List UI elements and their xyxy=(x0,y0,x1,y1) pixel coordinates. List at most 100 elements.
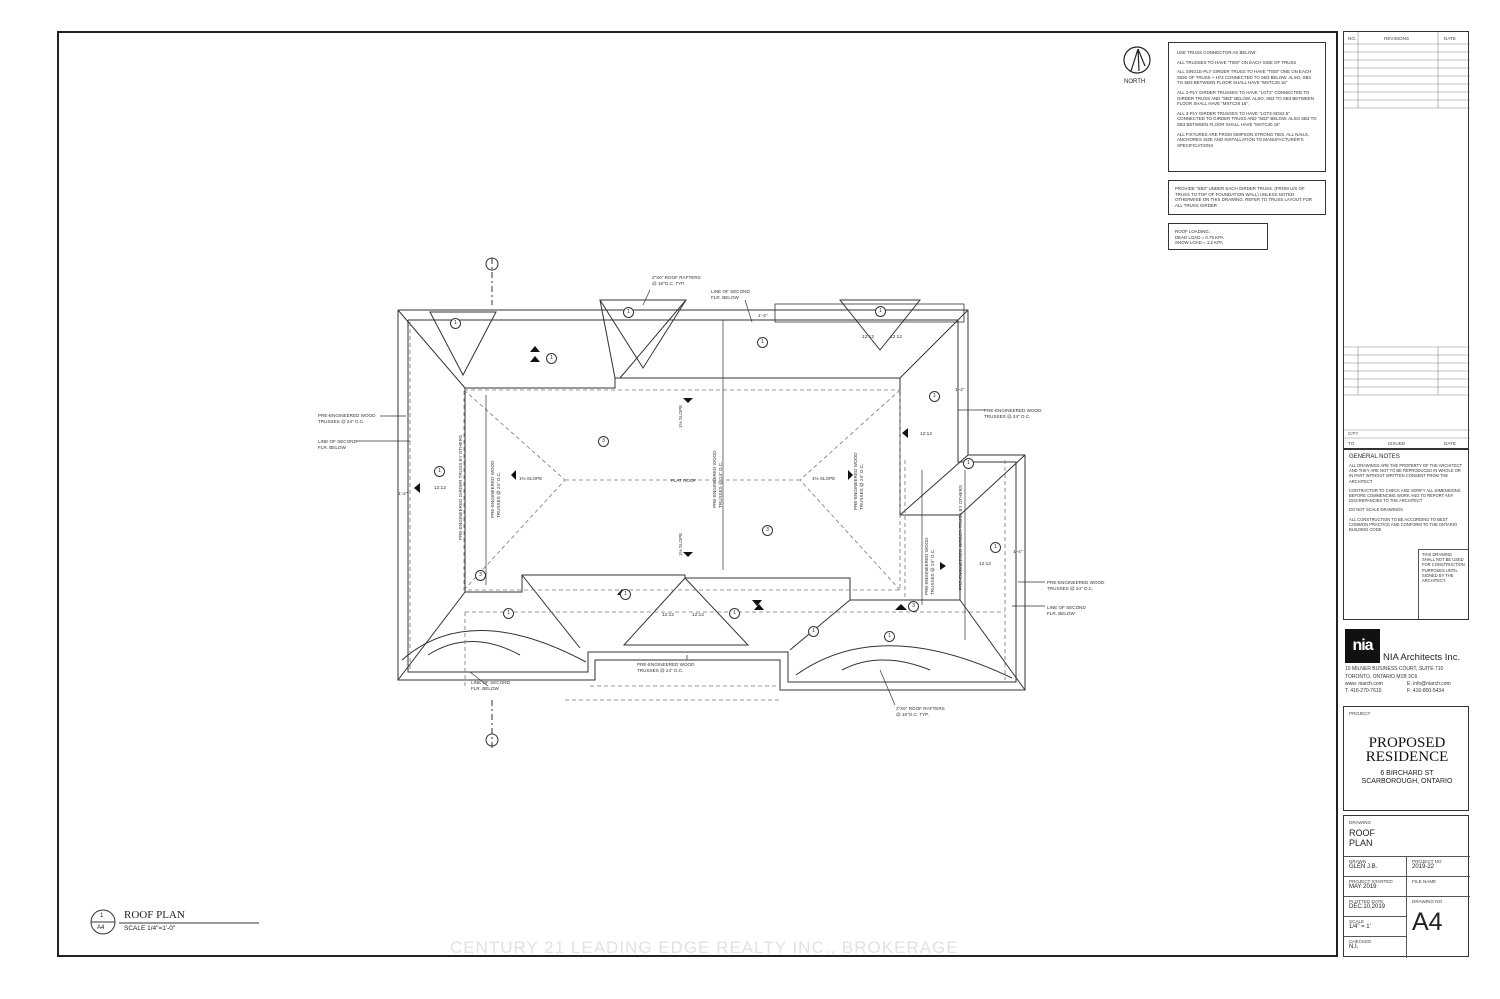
roof-tag: 1 xyxy=(884,631,895,642)
drawing-label-cap: DRAWING xyxy=(1349,820,1372,825)
label-slope-left: 1% SLOPE xyxy=(519,476,543,481)
detail-sheet: A4 xyxy=(97,925,105,931)
label-slope-bottom: 1% SLOPE xyxy=(678,532,683,556)
pitch-label: 12:12 xyxy=(662,613,675,618)
rev-city: CITY xyxy=(1348,431,1359,436)
project-address2: SCARBOROUGH, ONTARIO xyxy=(1361,778,1453,785)
project-no-cell: PROJECT NO 2019-22 xyxy=(1407,856,1470,876)
drawing-sheet-border xyxy=(57,31,1338,957)
overhang-label: 1'-4" xyxy=(398,492,408,497)
roof-plan-drawing xyxy=(356,257,1045,750)
roof-tag: 1 xyxy=(623,307,634,318)
drawn-label: DRAWN xyxy=(1349,859,1367,864)
firm-email: E: info@niarch.com xyxy=(1407,681,1451,687)
pitch-label: 12:12 xyxy=(920,432,933,437)
label-line-second-bottom: LINE OF SECOND FLR. BELOW xyxy=(471,680,510,691)
roof-loading-note: ROOF LOADING: DEAD LOAD = 0.75 KPA SNOW … xyxy=(1168,223,1268,250)
label-girder-right: PRE-ENGINEERED GIRDER TRUSS BY OTHERS xyxy=(958,485,963,590)
watermark: CENTURY 21 LEADING EDGE REALTY INC., BRO… xyxy=(450,938,959,957)
firm-logo: nia xyxy=(1345,629,1380,663)
checked-cell: CHECKED N.I. xyxy=(1344,936,1407,958)
general-notes-title: GENERAL NOTES xyxy=(1349,454,1400,460)
roof-tag: 1 xyxy=(757,337,768,348)
firm-address2: TORONTO, ONTARIO M1B 3C6 xyxy=(1345,674,1418,680)
title-block: NO. REVISIONS DATE CITY TO ISSUED DATE xyxy=(1343,31,1470,958)
truss-note: ALL 2-PLY GIRDER TRUSSES TO HAVE "LGT2" … xyxy=(1177,89,1315,107)
label-truss-right: PRE-ENGINEERED WOOD TRUSSES @ 24" O.C. xyxy=(853,452,864,510)
checked-value: N.I. xyxy=(1349,944,1359,950)
drawing-name-line2: PLAN xyxy=(1349,838,1373,848)
drawing-scale: SCALE 1/4"=1'-0" xyxy=(124,925,176,932)
label-rafters-top: 2"X6" ROOF RAFTERS @ 16"O.C. TYP. xyxy=(652,275,701,286)
firm-block: nia NIA Architects Inc. 10 MILNER BUSINE… xyxy=(1343,628,1469,700)
architect-stamp-area: THIS DRAWING SHALL NOT BE USED FOR CONST… xyxy=(1418,549,1468,619)
started-cell: PROJECT STARTED MAY 2019 xyxy=(1344,876,1407,896)
drawing-no-label: DRAWING NO xyxy=(1412,899,1443,904)
general-note: ALL DRAWINGS ARE THE PROPERTY OF THE ARC… xyxy=(1349,463,1463,484)
general-note: DO NOT SCALE DRAWINGS xyxy=(1349,507,1403,513)
general-note: ALL CONSTRUCTION TO BE ACCORDING TO BEST… xyxy=(1349,516,1458,533)
roof-tag: 3 xyxy=(908,601,919,612)
rev-issued: ISSUED xyxy=(1388,441,1406,446)
label-slope-top: 1% SLOPE xyxy=(678,404,683,428)
general-notes: GENERAL NOTES ALL DRAWINGS ARE THE PROPE… xyxy=(1343,449,1469,620)
rev-date2: DATE xyxy=(1444,441,1456,446)
label-line-second-top: LINE OF SECOND FLR. BELOW xyxy=(711,289,750,300)
stamp-text: THIS DRAWING SHALL NOT BE USED FOR CONST… xyxy=(1422,552,1465,584)
sb3-note: PROVIDE "SB3" UNDER EACH GIRDER TRUSS. (… xyxy=(1168,180,1326,215)
truss-connector-notes: USE TRUSS CONNECTOR AS BELOW: ALL TRUSSE… xyxy=(1168,42,1326,172)
truss-note: ALL TRUSSES TO HAVE "TIE8" ON EACH SIDE … xyxy=(1177,59,1297,65)
started-value: MAY 2019 xyxy=(1349,884,1377,890)
scale-value: 1/4" = 1' xyxy=(1349,924,1371,930)
plotted-cell: PLOTTED DATE DEC.10,2019 xyxy=(1344,896,1407,916)
label-flat-roof: FLAT ROOF xyxy=(671,478,697,483)
pitch-label: 12:12 xyxy=(862,335,875,340)
label-line-second-left: LINE OF SECOND FLR. BELOW xyxy=(318,439,357,450)
firm-web: www. niarch.com xyxy=(1345,681,1383,687)
started-label: PROJECT STARTED xyxy=(1349,879,1393,884)
roof-loading-line: ROOF LOADING: xyxy=(1175,229,1210,234)
project-block: PROJECT PROPOSED RESIDENCE 6 BIRCHARD ST… xyxy=(1343,706,1469,811)
plotted-label: PLOTTED DATE xyxy=(1349,899,1384,904)
truss-note: ALL 3-PLY GIRDER TRUSSES TO HAVE "LGT3-S… xyxy=(1177,110,1317,127)
label-pre-eng-bottom: PRE-ENGINEERED WOOD TRUSSES @ 24" O.C. xyxy=(637,662,695,673)
rev-to: TO xyxy=(1348,441,1355,446)
pitch-label: 12:12 xyxy=(434,486,447,491)
drawing-info-block: DRAWING ROOF PLAN DRAWN GLEN J.B. PROJEC… xyxy=(1343,815,1470,958)
rev-date-header: DATE xyxy=(1444,36,1456,41)
roof-tag: 1 xyxy=(620,589,631,600)
drawing-title: ROOF PLAN xyxy=(124,909,185,921)
scale-cell: SCALE 1/4" = 1' xyxy=(1344,916,1407,936)
firm-name: NIA Architects Inc. xyxy=(1383,652,1461,663)
pitch-label: 12:12 xyxy=(692,613,705,618)
label-rafters-bottom: 2"X6" ROOF RAFTERS @ 16"O.C. TYP. xyxy=(896,706,945,717)
roof-tag: 1 xyxy=(503,608,514,619)
checked-label: CHECKED xyxy=(1349,939,1372,944)
sb3-note-text: PROVIDE "SB3" UNDER EACH GIRDER TRUSS. (… xyxy=(1175,186,1313,208)
overhang-label: 1'-4" xyxy=(1013,550,1023,555)
file-cell: FILE NAME xyxy=(1407,876,1470,896)
north-label: NORTH xyxy=(1124,79,1146,85)
truss-note: USE TRUSS CONNECTOR AS BELOW: xyxy=(1177,50,1257,55)
label-slope-right: 1% SLOPE xyxy=(812,476,836,481)
drawing-name-line1: ROOF xyxy=(1349,828,1375,838)
firm-fax: F: 416-800-5434 xyxy=(1407,688,1444,694)
drawn-value: GLEN J.B. xyxy=(1349,864,1378,870)
roof-tag: 1 xyxy=(729,608,740,619)
firm-tel: T: 416-270-7610 xyxy=(1345,688,1382,694)
project-label: PROJECT xyxy=(1349,711,1371,716)
detail-number: 1 xyxy=(100,913,104,919)
roof-tag: 1 xyxy=(434,466,445,477)
label-truss-mid: PRE-ENGINEERED WOOD TRUSSES @ 24" O.C. xyxy=(712,450,723,508)
roof-tag: 1 xyxy=(875,306,886,317)
revisions-table: NO. REVISIONS DATE CITY TO ISSUED DATE xyxy=(1343,31,1470,449)
truss-note: ALL FIXTURES ARE FROM SIMPSON STRONG TIE… xyxy=(1177,131,1310,148)
north-arrow: NORTH xyxy=(1122,44,1154,90)
general-note: CONTRACTOR TO CHECK AND VERIFY ALL DIMEN… xyxy=(1349,487,1461,504)
drawing-no-value: A4 xyxy=(1412,908,1443,936)
roof-loading-line: SNOW LOAD = 1.2 KPA xyxy=(1175,240,1223,246)
drawing-no-cell: DRAWING NO A4 xyxy=(1407,896,1470,958)
roof-tag: 3 xyxy=(598,436,609,447)
label-pre-eng-left: PRE-ENGINEERED WOOD TRUSSES @ 24" O.C. xyxy=(318,413,376,424)
rev-no-header: NO. xyxy=(1348,36,1357,41)
